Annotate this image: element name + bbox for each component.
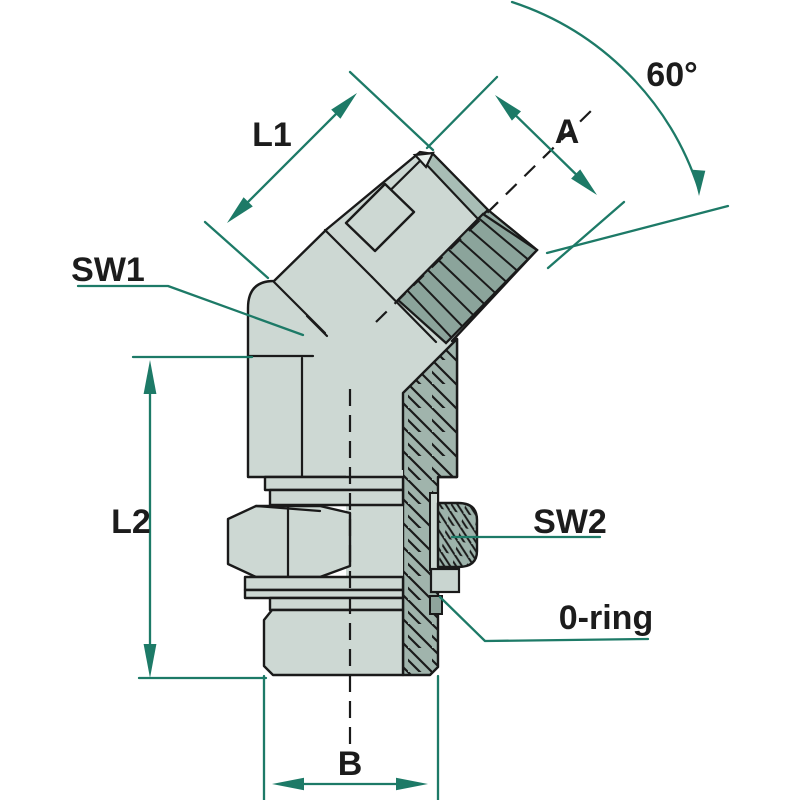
oring-section <box>429 595 443 615</box>
flange-ring-upper <box>263 475 405 492</box>
dimension-l2 <box>131 355 268 680</box>
label-a: A <box>555 113 580 151</box>
dimension-l1 <box>203 70 435 280</box>
flange-ring-lower <box>268 488 405 507</box>
locknut-section-sw2 <box>436 501 479 569</box>
leader-sw1 <box>76 284 305 337</box>
label-l2: L2 <box>111 503 151 541</box>
washer-section <box>429 567 461 594</box>
port-collar <box>344 182 416 253</box>
fitting-body <box>226 105 597 746</box>
label-sw1: SW1 <box>71 251 145 289</box>
dimension-angle-60 <box>510 0 730 255</box>
label-b: B <box>338 745 363 783</box>
washer-upper <box>243 575 405 592</box>
label-angle: 60° <box>646 56 697 94</box>
port-thread-band <box>396 212 539 345</box>
label-l1: L1 <box>252 116 292 154</box>
oring-groove-band <box>268 596 405 612</box>
dimension-a <box>425 75 626 270</box>
label-oring: 0-ring <box>559 599 653 637</box>
tip-chamfer-triangle <box>412 151 435 169</box>
elbow-facet-lines <box>246 228 438 479</box>
leader-oring <box>438 595 650 643</box>
dimension-b <box>262 674 440 800</box>
label-sw2: SW2 <box>533 503 607 541</box>
stud <box>262 608 405 677</box>
locknut-view <box>226 504 352 579</box>
